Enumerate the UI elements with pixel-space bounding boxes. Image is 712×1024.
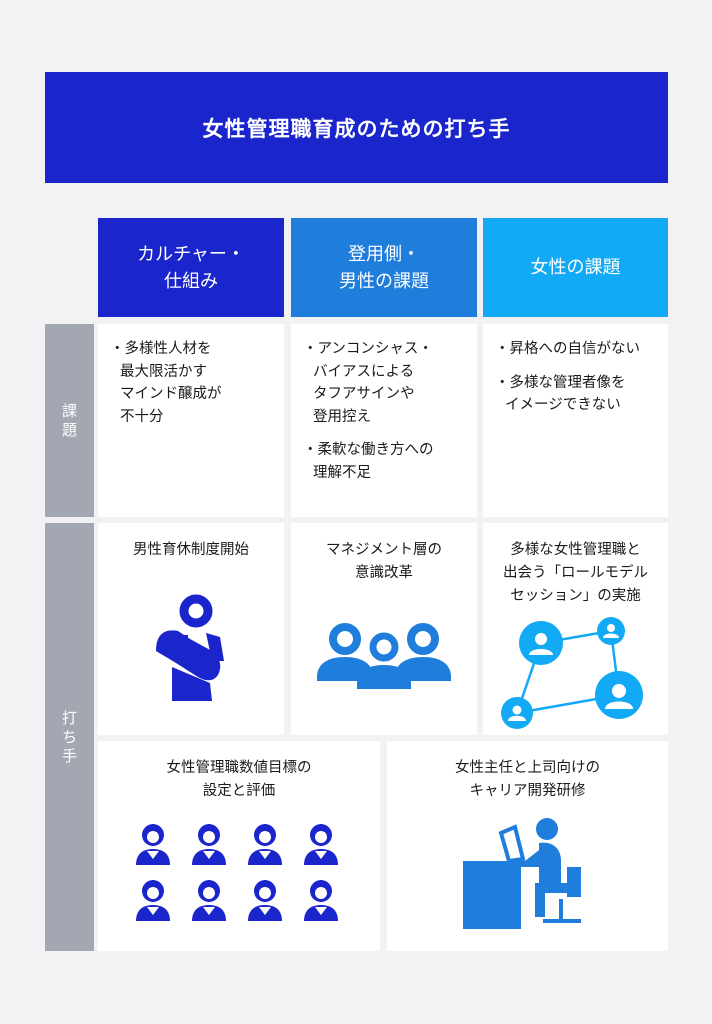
action-cell-training: 女性主任と上司向けの キャリア開発研修: [387, 741, 668, 951]
action-label: マネジメント層の 意識改革: [326, 542, 442, 581]
issue-item: ・多様な管理者像を イメージできない: [495, 374, 626, 414]
issue-item: ・柔軟な働き方への 理解不足: [303, 442, 434, 481]
issue-cell-management: ・アンコンシャス・ バイアスによる タフアサインや 登用控え ・柔軟な働き方への…: [291, 324, 477, 517]
issue-item: ・昇格への自信がない: [495, 341, 640, 357]
person-at-desk-icon: [463, 818, 581, 929]
action-cell-role-model: 多様な女性管理職と 出会う「ロールモデル セッション」の実施: [483, 523, 668, 735]
column-header-culture: カルチャー・ 仕組み: [98, 218, 284, 317]
action-cell-targets: 女性管理職数値目標の 設定と評価: [98, 741, 380, 951]
group-of-people-icon: [317, 623, 451, 689]
issue-cell-women: ・昇格への自信がない ・多様な管理者像を イメージできない: [483, 324, 668, 517]
column-header-women: 女性の課題: [483, 218, 668, 317]
issue-cell-culture: ・多様性人材を 最大限活かす マインド醸成が 不十分: [98, 324, 284, 517]
action-label: 男性育休制度開始: [133, 542, 249, 558]
issue-item: ・アンコンシャス・ バイアスによる タフアサインや 登用控え: [303, 341, 433, 425]
action-cell-management-awareness: マネジメント層の 意識改革: [291, 523, 477, 735]
page-title: 女性管理職育成のための打ち手: [45, 72, 668, 183]
parent-holding-child-icon: [156, 594, 224, 701]
row-label-actions: 打 ち 手: [45, 523, 94, 951]
grid-of-women-icon: [136, 824, 338, 921]
network-people-icon: [501, 617, 643, 729]
column-header-management: 登用側・ 男性の課題: [291, 218, 477, 317]
action-label: 女性主任と上司向けの キャリア開発研修: [455, 760, 600, 799]
action-label: 多様な女性管理職と 出会う「ロールモデル セッション」の実施: [503, 542, 648, 604]
issue-item: ・多様性人材を 最大限活かす マインド醸成が 不十分: [110, 341, 222, 425]
action-label: 女性管理職数値目標の 設定と評価: [166, 760, 312, 799]
row-label-issues: 課 題: [45, 324, 94, 517]
action-cell-parental-leave: 男性育休制度開始: [98, 523, 284, 735]
